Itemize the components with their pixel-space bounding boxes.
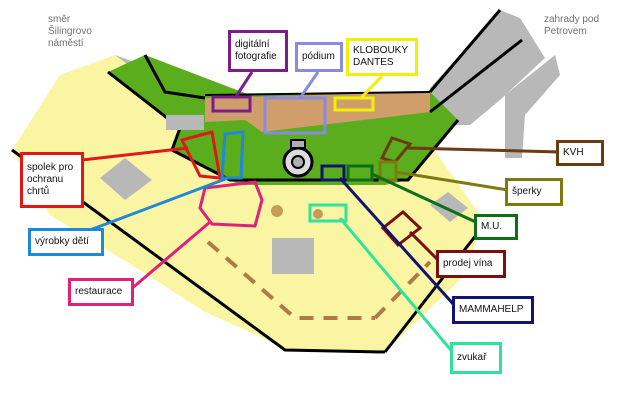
- callout-zvukar[interactable]: zvukař: [450, 342, 502, 374]
- callout-mammahelp[interactable]: MAMMAHELP: [452, 296, 534, 324]
- leader-digitalni: [233, 71, 254, 99]
- marker-mammahelp[interactable]: [320, 164, 346, 182]
- callout-text: restaurace: [75, 286, 123, 297]
- outline-right-2: [429, 38, 523, 114]
- leader-podium: [298, 71, 320, 99]
- marker-restaurace[interactable]: [198, 180, 264, 228]
- callout-line: digitální: [235, 39, 270, 50]
- corner-line: náměstí: [48, 38, 84, 49]
- callout-text: KVH: [563, 147, 584, 158]
- callout-kvh[interactable]: KVH: [556, 140, 604, 166]
- callout-line: DANTES: [353, 57, 394, 68]
- callout-podium[interactable]: pódium: [295, 42, 343, 72]
- callout-text: zvukař: [457, 352, 487, 363]
- outline-bottom-left: [11, 148, 386, 354]
- outline-building: [204, 91, 431, 96]
- dot-2: [313, 209, 323, 219]
- dot-1: [271, 205, 283, 217]
- corner-line: Petrovem: [544, 26, 587, 37]
- leader-mammahelp: [338, 176, 457, 308]
- grey-strip-left: [166, 115, 204, 130]
- outline-lawn-left: [143, 54, 206, 100]
- label-gardens: zahrady pod Petrovem: [544, 14, 599, 38]
- callout-line: ochranu: [27, 174, 64, 185]
- callout-restaurace[interactable]: restaurace: [68, 278, 134, 306]
- marker-prodej-vina[interactable]: [380, 210, 423, 248]
- dashed-walkway: [206, 240, 375, 320]
- marker-vyrobky[interactable]: [220, 130, 245, 180]
- callout-digitalni-fotografie[interactable]: digitální fotografie: [228, 30, 288, 72]
- path-right: [505, 55, 560, 158]
- callout-text: šperky: [512, 186, 542, 197]
- marker-zvukar[interactable]: [308, 203, 348, 223]
- callout-mu[interactable]: M.U.: [474, 214, 518, 240]
- leader-prodej-vina: [408, 230, 442, 264]
- dashed-walkway-right: [373, 260, 432, 320]
- callout-text: prodej vína: [443, 258, 493, 269]
- leader-kvh: [407, 146, 561, 154]
- marker-klobouky[interactable]: [333, 96, 375, 112]
- callout-text: výrobky dětí: [35, 236, 89, 247]
- leader-restaurace: [129, 220, 211, 292]
- grey-block-left: [100, 158, 152, 200]
- callout-line: fotografie: [235, 51, 277, 62]
- callout-prodej-vina[interactable]: prodej vína: [436, 250, 506, 278]
- fountain-stem: [290, 139, 306, 149]
- outline-right: [428, 9, 502, 93]
- leader-sperky: [395, 170, 509, 192]
- corner-line: zahrady pod: [544, 14, 600, 25]
- fountain-center: [291, 155, 305, 169]
- callout-spolek[interactable]: spolek pro ochranu chrtů: [20, 152, 84, 208]
- callout-text: pódium: [302, 51, 335, 62]
- marker-mu[interactable]: [346, 164, 374, 182]
- leader-vyrobky: [89, 176, 229, 232]
- leader-klobouky: [358, 74, 384, 101]
- callout-line: spolek pro: [27, 162, 74, 173]
- callout-line: KLOBOUKY: [353, 45, 409, 56]
- callout-text: M.U.: [481, 221, 503, 232]
- callout-text: MAMMAHELP: [459, 304, 524, 315]
- leader-mu: [371, 172, 481, 226]
- callout-line: chrtů: [27, 186, 50, 197]
- marker-podium[interactable]: [263, 96, 327, 135]
- label-direction-square: směr Šilingrovo náměstí: [48, 14, 92, 50]
- leader-spolek: [81, 146, 189, 162]
- callout-vyrobky-deti[interactable]: výrobky dětí: [28, 228, 104, 256]
- leader-zvukar: [338, 217, 457, 356]
- callout-klobouky-dantes[interactable]: KLOBOUKY DANTES: [346, 38, 418, 76]
- marker-spolek[interactable]: [179, 130, 222, 180]
- marker-digitalni-fotografie[interactable]: [211, 95, 252, 113]
- grey-block-center: [272, 238, 314, 274]
- callout-sperky[interactable]: šperky: [505, 178, 563, 206]
- corner-line: směr: [48, 14, 71, 25]
- corner-line: Šilingrovo: [48, 26, 92, 37]
